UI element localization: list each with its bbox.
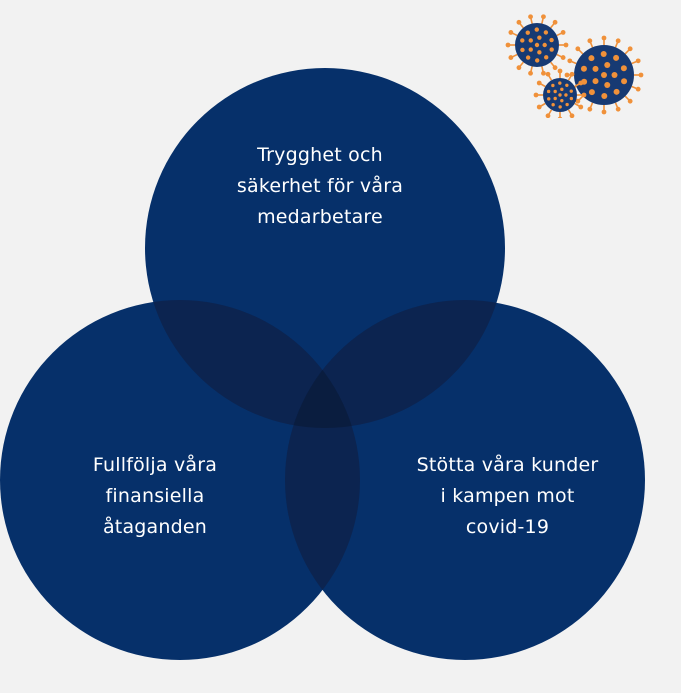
circle-right-label: Stötta våra kunder i kampen mot covid-19 (416, 454, 599, 538)
virus-particle-large (564, 35, 644, 115)
overlap-top-right (285, 300, 505, 428)
coronavirus-icon (505, 14, 644, 118)
circle-left-label: Fullfölja våra finansiella åtaganden (92, 454, 218, 538)
circle-top-label: Trygghet och säkerhet för våra medarbeta… (236, 144, 404, 228)
overlap-top-left (145, 300, 360, 428)
virus-particle-small-top (505, 14, 569, 76)
virus-particle-small-bottom (533, 68, 587, 118)
